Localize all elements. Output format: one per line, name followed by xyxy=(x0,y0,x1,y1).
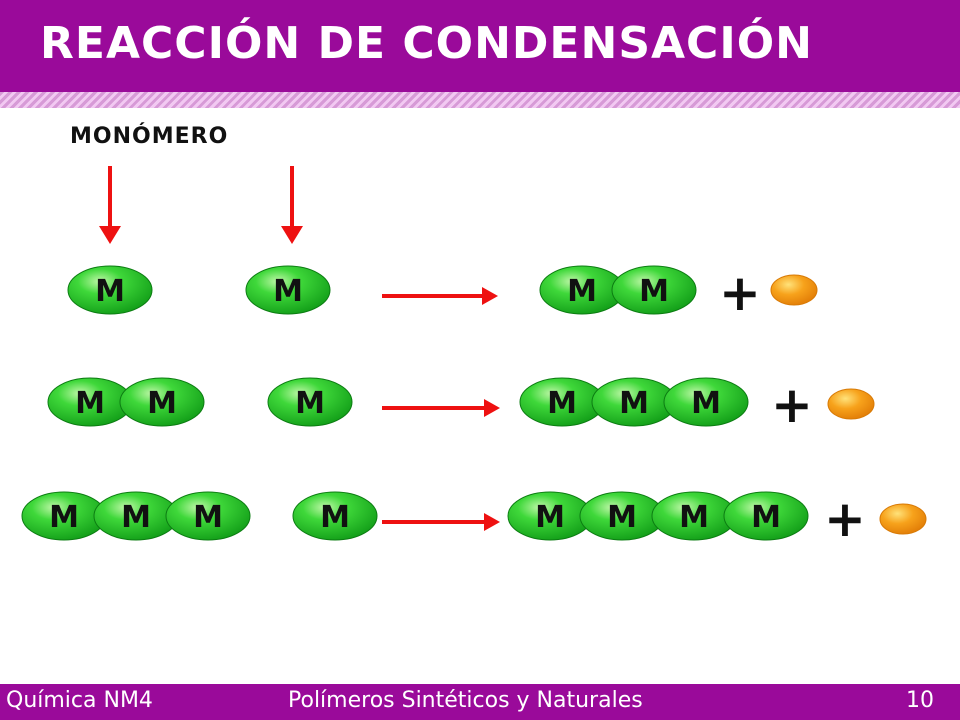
row3-product-bead-2-letter: M xyxy=(607,500,637,535)
row1-reactant-b-bead-1-letter: M xyxy=(273,274,303,309)
header-stripe xyxy=(0,92,960,108)
row2-reactant-b-bead-1-letter: M xyxy=(295,386,325,421)
row1-reactant-a-bead-1 xyxy=(67,265,153,315)
row2-reactant-a-bead-2-letter: M xyxy=(147,386,177,421)
row3-byproduct-molecule xyxy=(879,503,927,535)
footer-page-number: 10 xyxy=(906,688,934,713)
row2-reaction-arrow-head xyxy=(484,399,500,417)
row1-reactant-a-bead-1-letter: M xyxy=(95,274,125,309)
footer-bar: Química NM4 Polímeros Sintéticos y Natur… xyxy=(0,684,960,720)
row1-product-bead-2-letter: M xyxy=(639,274,669,309)
row3-plus-sign: + xyxy=(824,490,866,548)
row1-reactant-b-bead-1 xyxy=(245,265,331,315)
row2-byproduct-molecule xyxy=(827,388,875,420)
row3-reaction-arrow-head xyxy=(484,513,500,531)
row3-product-bead-4-letter: M xyxy=(751,500,781,535)
row3-product-bead-3-letter: M xyxy=(679,500,709,535)
row1-byproduct-molecule xyxy=(770,274,818,306)
row3-reactant-a-bead-1-letter: M xyxy=(49,500,79,535)
row3-product-bead-4 xyxy=(723,491,809,541)
row2-plus-sign: + xyxy=(771,376,813,434)
row3-reactant-a-bead-3 xyxy=(165,491,251,541)
row2-product-bead-3-letter: M xyxy=(691,386,721,421)
row1-product-bead-1-letter: M xyxy=(567,274,597,309)
row1-product-bead-2 xyxy=(611,265,697,315)
footer-topic: Polímeros Sintéticos y Naturales xyxy=(288,688,643,713)
row2-reactant-b-bead-1 xyxy=(267,377,353,427)
row1-reaction-arrow-head xyxy=(482,287,498,305)
page-title: REACCIÓN DE CONDENSACIÓN xyxy=(40,18,813,69)
row3-product-bead-1-letter: M xyxy=(535,500,565,535)
monomer-label: MONÓMERO xyxy=(70,124,229,149)
row3-reactant-b-bead-1 xyxy=(292,491,378,541)
row1-plus-sign: + xyxy=(719,264,761,322)
header-bar: REACCIÓN DE CONDENSACIÓN xyxy=(0,0,960,92)
row2-product-bead-3 xyxy=(663,377,749,427)
row3-reactant-b-bead-1-letter: M xyxy=(320,500,350,535)
monomer-arrow-1-head xyxy=(99,226,121,244)
row2-product-bead-2-letter: M xyxy=(619,386,649,421)
row3-reactant-a-bead-2-letter: M xyxy=(121,500,151,535)
footer-course: Química NM4 xyxy=(6,688,153,713)
monomer-arrow-2-head xyxy=(281,226,303,244)
row2-product-bead-1-letter: M xyxy=(547,386,577,421)
row2-reactant-a-bead-2 xyxy=(119,377,205,427)
row2-reactant-a-bead-1-letter: M xyxy=(75,386,105,421)
row3-reactant-a-bead-3-letter: M xyxy=(193,500,223,535)
